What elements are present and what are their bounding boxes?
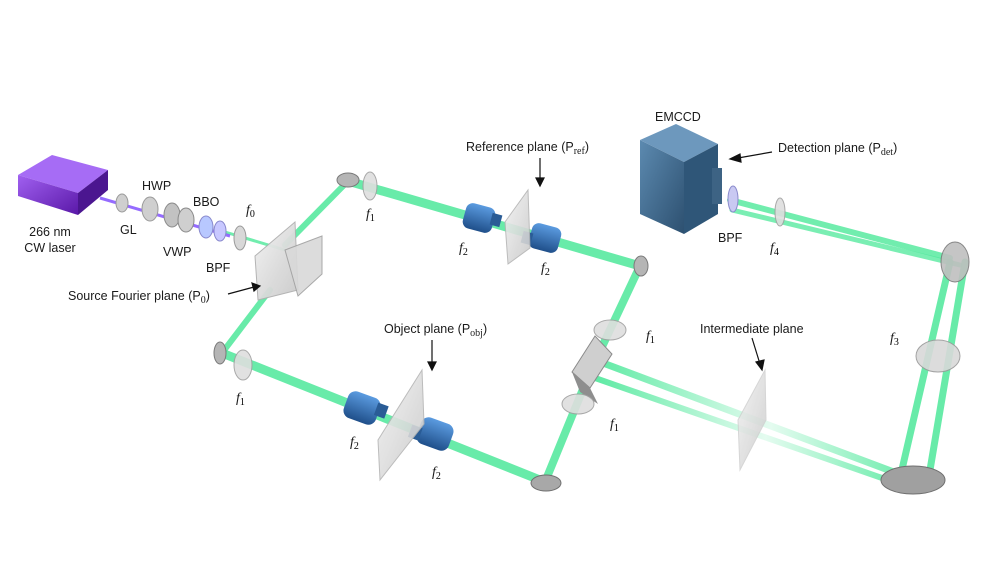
f2-label-obj-1: f2 [350, 435, 359, 452]
f2-label-ref-1: f2 [459, 241, 468, 258]
f3-lens [915, 339, 961, 373]
reference-plane-glass [504, 188, 531, 265]
f0-label: f0 [246, 203, 255, 220]
f1-label-right-bottom: f1 [610, 417, 619, 434]
laser-label-line2: CW laser [24, 241, 75, 255]
annotation-arrows [227, 151, 773, 372]
detection-plane-label: Detection plane (Pdet) [778, 141, 897, 158]
arrow-source-fourier [227, 286, 255, 295]
f1-lens-right-bottom [561, 393, 595, 415]
emccd-camera [640, 124, 722, 234]
mirror-top-right [633, 255, 649, 277]
source-fourier-plane-label: Source Fourier plane (P0) [68, 289, 210, 306]
detection-optics [727, 185, 961, 373]
vwp-optic-b [177, 207, 195, 233]
reference-plane-label: Reference plane (Pref) [466, 140, 589, 157]
source-optics [115, 193, 247, 251]
f1-lens-left [233, 349, 253, 381]
gl-label: GL [120, 223, 137, 237]
beam-up-1 [896, 258, 954, 482]
arrow-intermediate-plane [751, 337, 761, 365]
object-plane-glass [377, 368, 425, 482]
laser-label-line1: 266 nm [29, 225, 71, 239]
mirrors [213, 172, 970, 495]
mirror-top-left [336, 172, 360, 188]
beam-to-detector-2 [729, 207, 963, 268]
mirror-top-right-far [940, 241, 970, 283]
f3-label: f3 [890, 331, 899, 348]
intermediate-plane-label: Intermediate plane [700, 322, 804, 336]
object-plane-label: Object plane (Pobj) [384, 322, 487, 339]
emccd-label: EMCCD [655, 110, 701, 124]
beam-paths [217, 176, 969, 489]
beam-to-lower-mirror [219, 287, 273, 356]
vwp-optic-a [163, 202, 181, 228]
bpf-detector-optic [727, 185, 739, 213]
f1-lens-top [362, 171, 378, 201]
mirror-left [213, 341, 227, 365]
hwp-optic [141, 196, 159, 222]
objective-ref-1 [462, 203, 503, 233]
bbo-crystal [198, 215, 214, 239]
f2-label-ref-2: f2 [541, 261, 550, 278]
source-fourier-plane [254, 220, 323, 301]
f1-label-left: f1 [236, 391, 245, 408]
text-labels: 266 nm CW laser GL HWP VWP BBO BPF f0 So… [24, 110, 899, 482]
hwp-label: HWP [142, 179, 171, 193]
f2-label-obj-2: f2 [432, 465, 441, 482]
f4-label: f4 [770, 241, 779, 258]
beam-to-detector-1 [727, 197, 953, 261]
mirror-large-bottom-right [880, 465, 946, 495]
bpf-source-optic [213, 220, 227, 242]
sample-planes [377, 188, 767, 482]
arrow-detection-plane [737, 151, 773, 159]
f1-lens-right-top [593, 319, 627, 341]
f1-lenses [233, 171, 627, 415]
intermediate-plane-glass [737, 368, 767, 472]
f0-lens [233, 225, 247, 251]
f1-label-right-top: f1 [646, 329, 655, 346]
beam-combiner [571, 335, 613, 404]
bbo-label: BBO [193, 195, 220, 209]
mirror-bottom [530, 474, 562, 492]
vwp-label: VWP [163, 245, 191, 259]
bpf-source-label: BPF [206, 261, 231, 275]
laser-source [18, 155, 108, 215]
bpf-detector-label: BPF [718, 231, 743, 245]
f4-lens [774, 197, 786, 227]
f1-label-top: f1 [366, 207, 375, 224]
objective-obj-1 [343, 391, 389, 425]
gl-optic [115, 193, 129, 213]
